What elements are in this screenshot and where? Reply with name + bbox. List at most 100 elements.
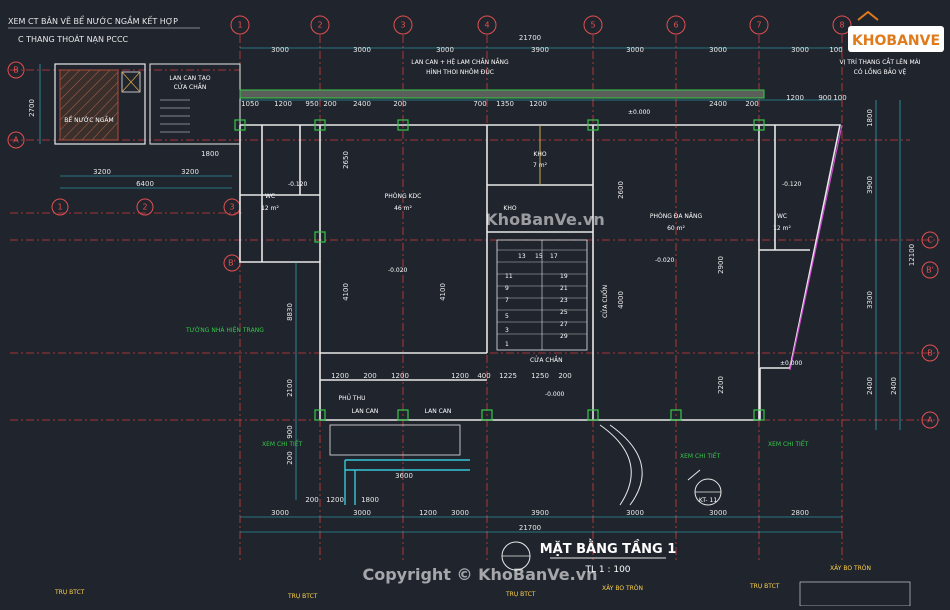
- dim-mid-1: 1200: [331, 372, 349, 380]
- grid-bubble-top-7: 7: [756, 21, 761, 30]
- stair-step-23: 23: [560, 297, 568, 304]
- room-lan-can-2: LAN CAN: [425, 408, 452, 415]
- stair-step-7: 7: [505, 297, 509, 304]
- dim-bottom-total: 21700: [519, 524, 541, 532]
- dim-detail-12: 1200: [786, 94, 804, 102]
- note-top-left-2: C THANG THOÁT NẠN PCCC: [18, 33, 129, 45]
- dim-right-3: 12100: [908, 244, 916, 266]
- stair-step-1: 1: [505, 341, 509, 348]
- dim-bottom-span-6: 3000: [709, 509, 727, 517]
- dim-left-1: 8830: [286, 303, 294, 321]
- dim-right-6: 2400: [890, 377, 898, 395]
- dim-right-4: 3300: [866, 291, 874, 309]
- label-cua-cuon: CỬA CUỐN: [601, 285, 609, 318]
- stair-step-27: 27: [560, 321, 568, 328]
- level-7: -0.000: [545, 391, 565, 398]
- dim-inner-4: 2600: [617, 181, 625, 199]
- dim-top-span-5: 3000: [626, 46, 644, 54]
- room-lan-can-1: LAN CAN: [352, 408, 379, 415]
- dim-bottom-span-7: 2800: [791, 509, 809, 517]
- dim-right-2: 3900: [866, 176, 874, 194]
- columns: [234, 119, 765, 421]
- label-be-nuoc-ngam: BỂ NƯỚC NGẦM: [64, 116, 113, 124]
- room-wc-left-area: 12 m²: [261, 205, 279, 212]
- dim-detail-11: 200: [745, 100, 758, 108]
- dim-mid-8: 200: [558, 372, 571, 380]
- grid-bubble-left-a: A: [13, 136, 19, 145]
- dim-bottom-span-4: 3900: [531, 509, 549, 517]
- room-phong-da-nang-area: 60 m²: [667, 225, 685, 232]
- dim-top-span-7: 3000: [791, 46, 809, 54]
- room-kho-top: KHO: [533, 151, 546, 158]
- dim-left-3: 900: [286, 425, 294, 438]
- building-walls: [239, 89, 841, 421]
- dim-tank-2: 6400: [136, 180, 154, 188]
- dim-bottom-span-2: 3000: [353, 509, 371, 517]
- entrance-curve: [329, 424, 643, 506]
- grid-bubble-top-5: 5: [590, 21, 595, 30]
- watermark-center: KhoBanVe.vn: [485, 210, 604, 229]
- dim-detail-2: 1200: [274, 100, 292, 108]
- logo-roof-icon: [857, 10, 879, 21]
- dimensions-inner: 2650 4100 4100 2600 2900 4000 2200 1200 …: [331, 151, 725, 394]
- note-tuong-nha: TƯỜNG NHÀ HIỆN TRẠNG: [185, 326, 264, 334]
- grid-bubble-small-3: 3: [229, 203, 234, 212]
- stair-step-5: 5: [505, 313, 509, 320]
- title-main: MẶT BẰNG TẦNG 1: [540, 539, 677, 557]
- dim-mid-4: 1200: [451, 372, 469, 380]
- level-1: -0.120: [288, 181, 308, 188]
- dim-detail-13: 900: [818, 94, 831, 102]
- dimensions-top: 21700 3000 3000 3000 3900 3000 3000 3000…: [240, 34, 847, 108]
- dim-detail-6: 200: [393, 100, 406, 108]
- note-tru-btct-4: TRỤ BTCT: [749, 583, 780, 590]
- note-right-1: VỊ TRÍ THANG CẮT LÊN MÁI: [839, 58, 920, 66]
- logo-text: KHOBANVE: [852, 33, 940, 49]
- room-phong-kdc: PHÒNG KDC: [385, 193, 422, 200]
- dim-inner-7: 2200: [717, 376, 725, 394]
- bottom-notes: TRỤ BTCT TRỤ BTCT TRỤ BTCT TRỤ BTCT XÂY …: [54, 565, 911, 607]
- dim-bottom-span-1: 3000: [271, 509, 289, 517]
- grid-bubble-left-b: B: [13, 66, 19, 75]
- watermark-copyright: Copyright © KhoBanVe.vn: [362, 565, 597, 584]
- title-scale: TL 1 : 100: [584, 565, 630, 575]
- dim-detail-1: 1050: [241, 100, 259, 108]
- note-xem-chi-tiet-3: XEM CHI TIẾT: [768, 440, 809, 448]
- dim-inner-3: 4100: [439, 283, 447, 301]
- note-xem-chi-tiet-1: XEM CHI TIẾT: [262, 440, 303, 448]
- room-phong-da-nang: PHÒNG ĐA NĂNG: [650, 213, 703, 220]
- title-block: MẶT BẰNG TẦNG 1 TL 1 : 100 KT- 11: [501, 469, 722, 575]
- note-right-2: CÓ LỒNG BẢO VỆ: [854, 67, 907, 76]
- room-phu-thu: PHỦ THU: [339, 394, 366, 402]
- stair-step-13: 13: [518, 253, 526, 260]
- dim-tank-4: 1800: [201, 150, 219, 158]
- grid-bubble-top-1: 1: [237, 21, 242, 30]
- annotation-notes: LAN CAN + HỆ LAM CHẮN NẮNG HÌNH THOI NHÔ…: [185, 58, 921, 460]
- dim-right-5: 2400: [866, 377, 874, 395]
- grid-bubble-top-3: 3: [400, 21, 405, 30]
- dim-mid-5: 400: [477, 372, 490, 380]
- stair-step-17: 17: [550, 253, 558, 260]
- dim-detail-10: 2400: [709, 100, 727, 108]
- room-kho-mid: KHO: [503, 205, 516, 212]
- stair-step-29: 29: [560, 333, 568, 340]
- room-kho-top-area: 7 m²: [533, 162, 548, 169]
- dim-top-span-6: 3000: [709, 46, 727, 54]
- dim-top-span-4: 3900: [531, 46, 549, 54]
- dim-inner-5: 2900: [717, 256, 725, 274]
- dim-bottom-span-3: 3000: [451, 509, 469, 517]
- dim-mid-7: 1250: [531, 372, 549, 380]
- dim-detail-7: 700: [473, 100, 486, 108]
- dim-mid-6: 1225: [499, 372, 517, 380]
- dim-detail-9: 1200: [529, 100, 547, 108]
- label-cua-chan-top: CỬA CHẮN: [174, 83, 207, 91]
- logo-box: [848, 26, 944, 52]
- dim-mid-2: 200: [363, 372, 376, 380]
- dim-top-span-2: 3000: [353, 46, 371, 54]
- note-lan-can-1: LAN CAN + HỆ LAM CHẮN NẮNG: [411, 58, 509, 66]
- grid-bubble-top-8: 8: [839, 21, 844, 30]
- level-4: -0.020: [655, 257, 675, 264]
- note-top-left-1: XEM CT BẢN VẼ BỂ NƯỚC NGẦM KẾT HỢP: [8, 14, 178, 26]
- level-2: ±0.000: [628, 109, 650, 116]
- dim-bottom-detail-4: 1200: [419, 509, 437, 517]
